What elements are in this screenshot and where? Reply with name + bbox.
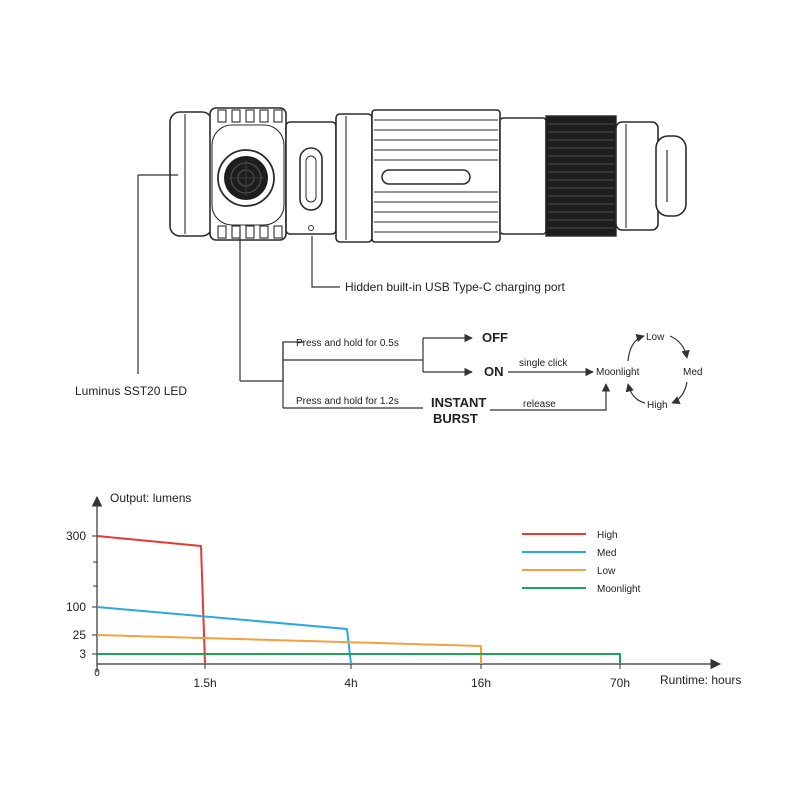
y-tick-label: 25 [73, 628, 87, 642]
series-line-high [96, 535, 206, 665]
y-tick-label: 100 [66, 600, 86, 614]
x-tick-label: 1.5h [193, 676, 216, 690]
runtime-chart: Output: lumens Runtime: hours 300100253 … [66, 491, 741, 690]
head-teeth-top [217, 109, 283, 123]
legend-label: Med [597, 548, 616, 559]
legend-label: High [597, 530, 618, 541]
x-tick-label: 0 [94, 668, 100, 679]
y-tick-label: 3 [79, 647, 86, 661]
usb-c-port [299, 147, 323, 211]
body-ribs [374, 119, 498, 233]
flashlight-illustration [169, 107, 687, 243]
y-axis-label: Output: lumens [110, 491, 191, 505]
knurl-pattern [548, 123, 614, 229]
series-line-med [96, 606, 352, 665]
release-label: release [523, 399, 556, 410]
moonlight-state: Moonlight [596, 367, 640, 378]
cycle-med: Med [683, 367, 702, 378]
x-tick-label: 70h [610, 676, 630, 690]
mode-cycle: Low Med High [625, 332, 702, 411]
press-short-label: Press and hold for 0.5s [296, 338, 399, 349]
led-emitter [217, 149, 275, 207]
press-long-label: Press and hold for 1.2s [296, 396, 399, 407]
legend-label: Low [597, 566, 616, 577]
usb-port-label: Hidden built-in USB Type-C charging port [345, 280, 566, 294]
single-click-label: single click [519, 358, 568, 369]
cycle-high: High [647, 400, 668, 411]
x-tick-label: 16h [471, 676, 491, 690]
x-axis-label: Runtime: hours [660, 673, 741, 687]
on-state: ON [484, 364, 504, 379]
burst-state: BURST [433, 411, 478, 426]
legend-label: Moonlight [597, 584, 641, 595]
x-tick-label: 4h [344, 676, 357, 690]
cycle-low: Low [646, 332, 665, 343]
off-state: OFF [482, 330, 508, 345]
series-line-low [96, 634, 482, 664]
y-tick-label: 300 [66, 529, 86, 543]
series-line-moonlight [97, 653, 621, 664]
instant-state: INSTANT [431, 395, 486, 410]
led-label: Luminus SST20 LED [75, 384, 187, 398]
